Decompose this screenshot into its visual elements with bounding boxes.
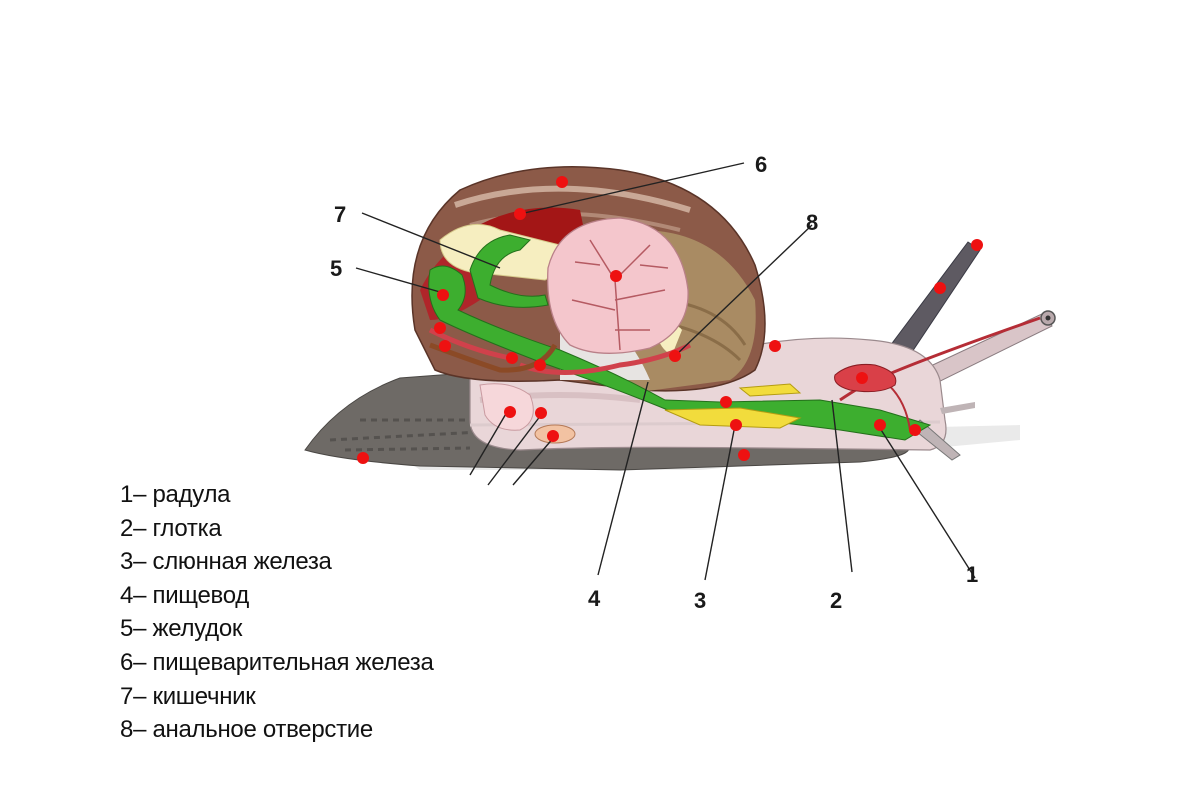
callout-6: 6 — [755, 152, 767, 177]
callout-2: 2 — [830, 588, 842, 613]
callout-7: 7 — [334, 202, 346, 227]
legend-item-5: 5– желудок — [120, 615, 243, 643]
legend-item-6: 6– пищеварительная железа — [120, 648, 434, 676]
legend-item-7: 7– кишечник — [120, 682, 256, 710]
salivary-gland — [664, 407, 802, 429]
digestive-gland — [547, 217, 689, 354]
legend-item-1: 1– радула — [120, 481, 231, 508]
legend-item-8: 8– анальное отверстие — [120, 716, 373, 744]
callout-8: 8 — [806, 210, 818, 235]
callout-1: 1 — [966, 562, 978, 587]
markers — [357, 176, 983, 464]
foot-texture — [329, 418, 481, 452]
legend-item-2: 2– глотка — [120, 514, 222, 542]
legend: 1– радула 2– глотка 3– слюнная железа 4–… — [120, 478, 434, 747]
callout-3: 3 — [694, 588, 706, 613]
callout-5: 5 — [330, 256, 342, 281]
callout-4: 4 — [588, 586, 601, 611]
legend-item-3: 3– слюнная железа — [120, 548, 332, 576]
legend-item-4: 4– пищевод — [120, 581, 249, 609]
